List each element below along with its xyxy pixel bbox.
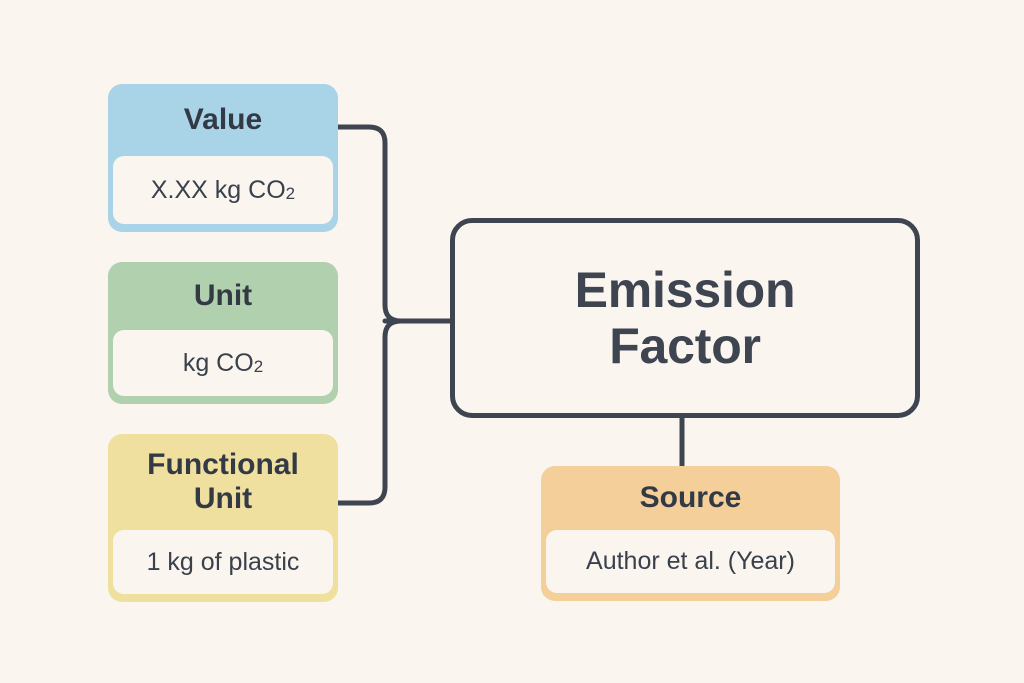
connector-value-to-trunk [335, 124, 404, 324]
card-source-header: Source [639, 481, 742, 515]
card-functional-unit-body: 1 kg of plastic [113, 530, 333, 594]
node-emission-factor-line1: Emission [574, 262, 796, 318]
card-unit-body-subscript: 2 [253, 357, 264, 377]
card-value-header: Value [183, 103, 263, 137]
card-source-body: Author et al. (Year) [546, 530, 835, 593]
card-functional-unit-header-line2: Unit [193, 482, 253, 515]
card-functional-unit-header-line1: Functional [147, 448, 299, 482]
connector-functional-unit-to-trunk [335, 318, 404, 506]
card-unit-header: Unit [193, 279, 253, 313]
node-emission-factor[interactable]: Emission Factor [450, 218, 920, 418]
card-functional-unit[interactable]: Functional Unit 1 kg of plastic [108, 434, 338, 602]
card-functional-unit-header: Functional Unit [108, 434, 338, 530]
node-emission-factor-line2: Factor [609, 318, 761, 374]
card-value-body-subscript: 2 [285, 184, 296, 204]
card-source[interactable]: Source Author et al. (Year) [541, 466, 840, 601]
card-value-body-text: X.XX kg CO [150, 175, 286, 204]
card-unit-body-text: kg CO [182, 348, 254, 377]
